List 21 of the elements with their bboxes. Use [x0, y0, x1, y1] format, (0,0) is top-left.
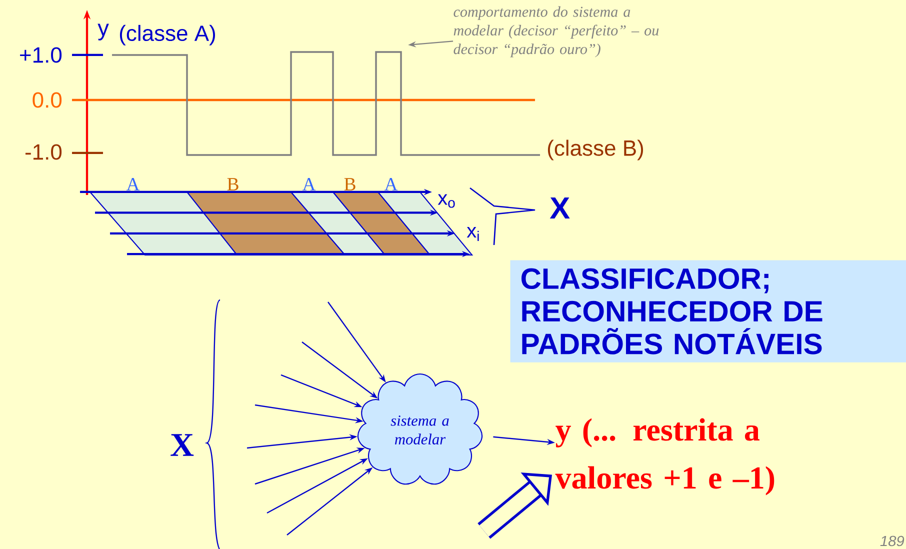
region-letter: A: [384, 178, 398, 190]
class-label: (classe A): [120, 24, 215, 46]
region-letter: B: [227, 178, 238, 190]
region-letter: A: [302, 178, 316, 190]
region-letter: B: [344, 178, 356, 190]
system-cloud: sistema a modelar: [357, 373, 483, 485]
output-text: y (... restrita a valores +1 e –1): [555, 418, 774, 496]
tick-label: +1.0: [20, 47, 62, 63]
tick-label: 0.0: [32, 92, 62, 108]
block-arrow: [478, 472, 552, 539]
class-label: (classe B): [548, 140, 643, 160]
variable-label: x$_{i}$: [466, 226, 479, 242]
region-letter: A: [126, 178, 140, 190]
variable-label: x$_{o}$: [438, 194, 455, 208]
input-label: X: [550, 197, 570, 219]
title-box: CLASSIFICADOR; RECONHECEDOR DE PADRÕES NOTÁVEIS: [510, 260, 906, 362]
input-label: X: [170, 434, 194, 456]
page-number: 189: [880, 536, 904, 546]
annotation-text: comportamento do sistema a modelar (decisor “perfeito” – ou decisor “padrão ouro”): [454, 6, 659, 58]
axis-label: y: [98, 24, 109, 40]
tick-label: -1.0: [25, 144, 62, 160]
